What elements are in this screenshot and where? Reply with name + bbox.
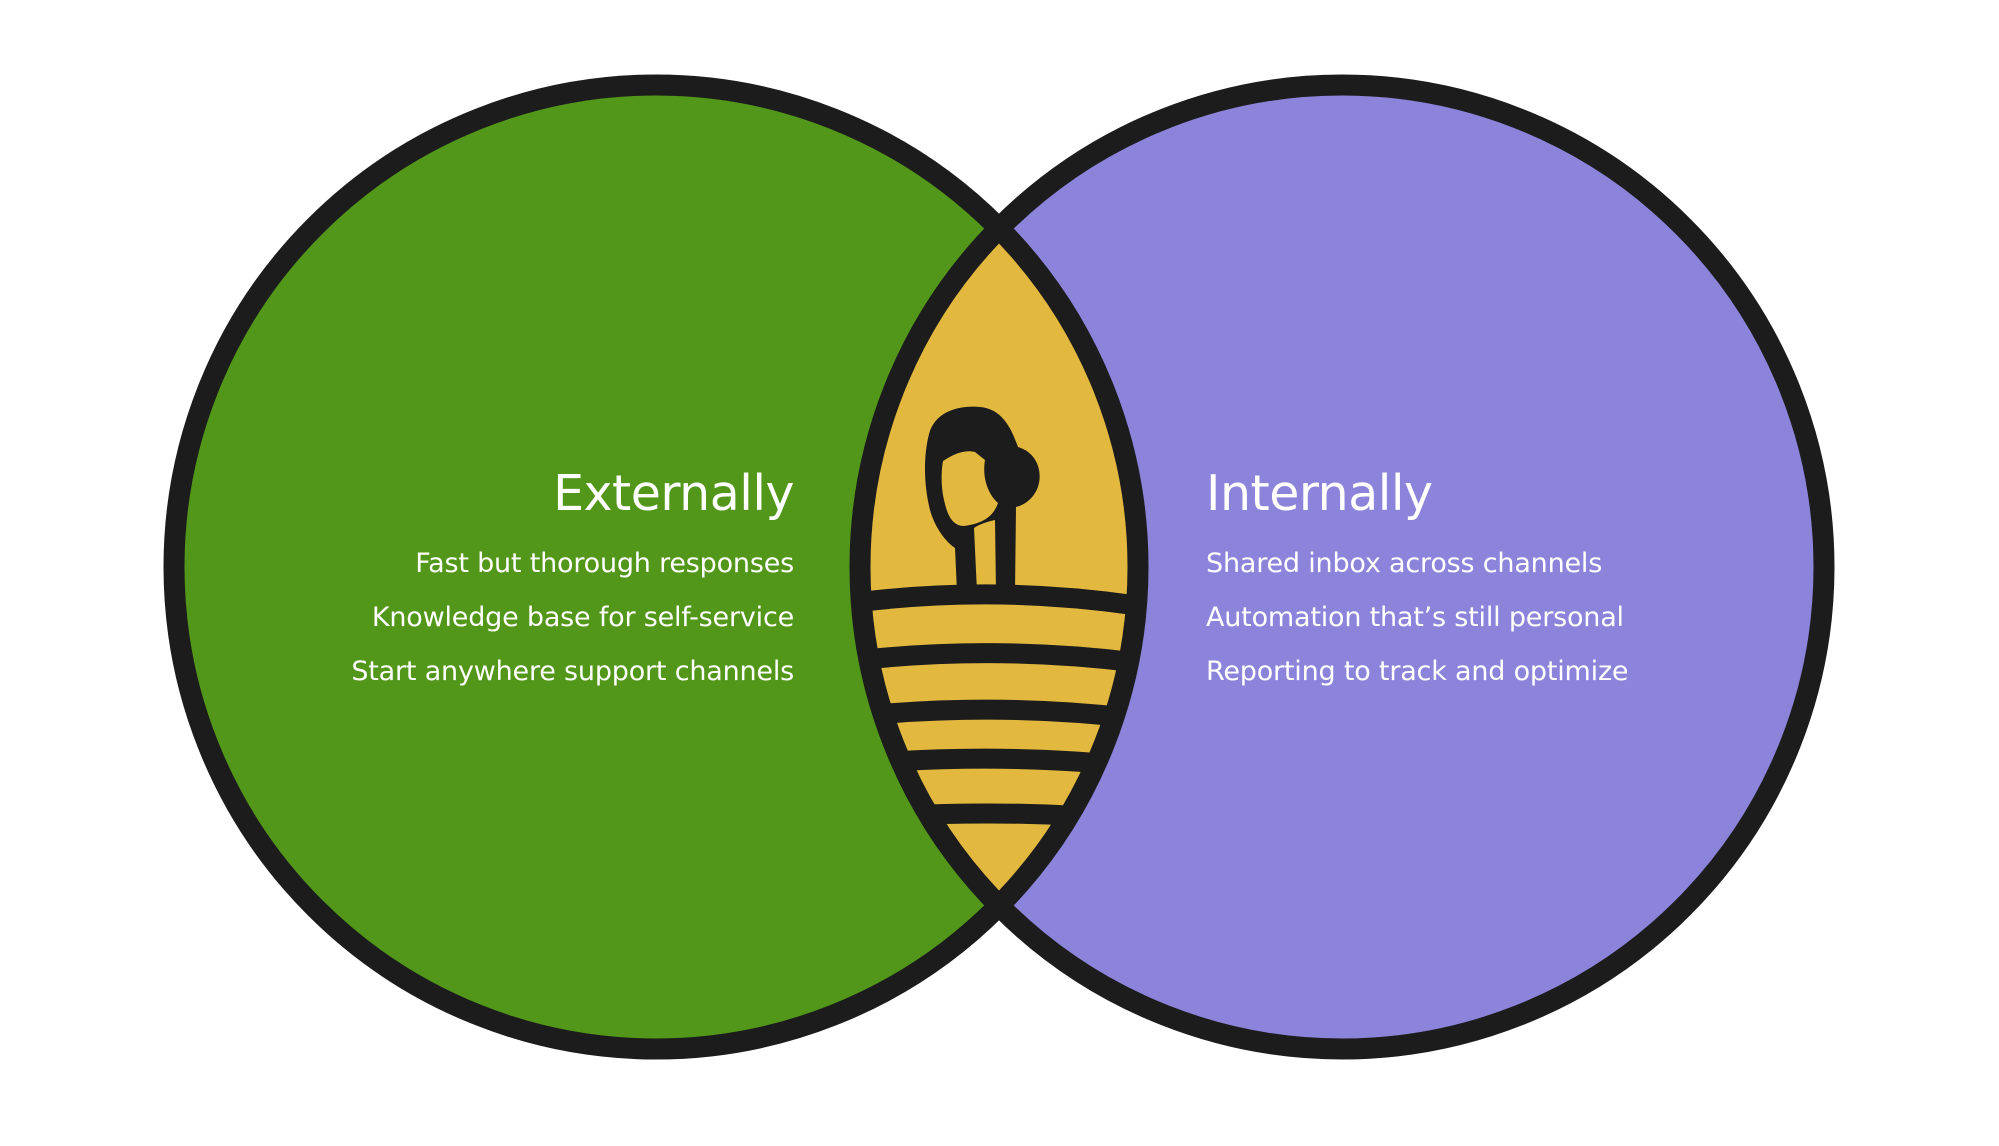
- tree-icon: [924, 406, 1040, 592]
- list-item: Shared inbox across channels: [1206, 548, 1603, 579]
- left-title: Externally: [553, 465, 794, 522]
- left-items-list: Fast but thorough responses Knowledge ba…: [351, 537, 794, 699]
- list-item: Knowledge base for self-service: [371, 602, 794, 633]
- left-circle: [174, 85, 1138, 1049]
- left-circle-outline: [163, 74, 1149, 1060]
- right-title: Internally: [1206, 465, 1433, 522]
- list-item: Fast but thorough responses: [415, 548, 794, 579]
- right-circle-outline: [849, 74, 1835, 1060]
- right-items-list: Shared inbox across channels Automation …: [1206, 537, 1629, 699]
- list-item: Start anywhere support channels: [351, 656, 794, 687]
- list-item: Automation that’s still personal: [1206, 602, 1624, 633]
- right-label-block: Internally Shared inbox across channels …: [1206, 465, 1629, 699]
- right-circle: [860, 85, 1824, 1049]
- left-label-block: Externally Fast but thorough responses K…: [351, 469, 794, 699]
- list-item: Reporting to track and optimize: [1206, 656, 1629, 687]
